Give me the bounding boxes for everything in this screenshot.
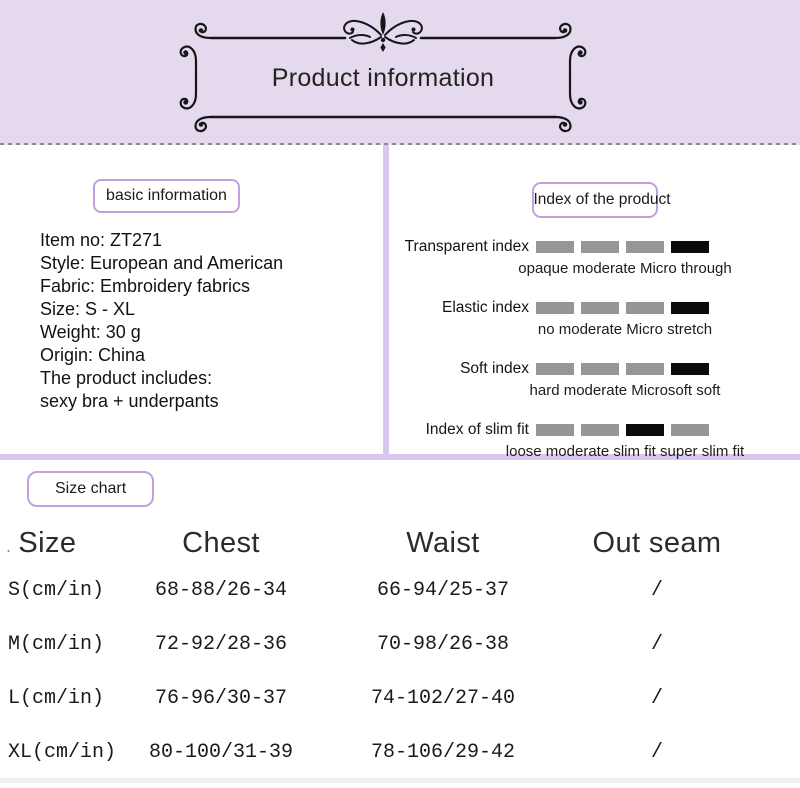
basic-information-badge: basic information [93,179,240,213]
level-bar-gray [536,363,574,375]
cell-chest: 68-88/26-34 [154,578,288,602]
index-row-elastic: Elastic index no moderate Micro stretch [389,299,800,338]
detail-size: Size: S - XL [40,299,136,319]
table-row-xl: XL(cm/in) 80-100/31-39 78-106/29-42 / [0,725,800,779]
index-row-label: Elastic index [441,299,529,316]
index-of-product-badge: Index of the product [531,182,671,218]
index-rows: Transparent index opaque moderate Micro … [389,238,800,460]
index-of-product-label: Index of the product [533,191,671,208]
level-bar-black [671,302,709,314]
index-row-transparent: Transparent index opaque moderate Micro … [389,238,800,277]
header-banner: Product information [0,0,800,145]
cell-out-seam: / [650,578,663,602]
level-bar-gray [671,424,709,436]
index-row-soft: Soft index hard moderate Microsoft soft [389,360,800,399]
cell-chest: 80-100/31-39 [148,740,294,764]
index-row-scale: hard moderate Microsoft soft [529,382,721,399]
info-panels: basic information Item no: ZT271 Style: … [0,145,800,460]
product-details: Item no: ZT271 Style: European and Ameri… [40,229,383,413]
index-row-label: Index of slim fit [425,421,529,438]
level-bars [536,424,709,436]
level-bar-gray [626,302,664,314]
cell-out-seam: / [650,632,663,656]
level-bars [536,241,709,253]
index-row-label: Soft index [460,360,529,377]
level-bar-gray [581,241,619,253]
column-header-waist: Waist [406,526,480,559]
cell-size: M(cm/in) [8,632,105,656]
cell-size: XL(cm/in) [8,740,117,764]
table-row-l: L(cm/in) 76-96/30-37 74-102/27-40 / [0,671,800,725]
cell-chest: 76-96/30-37 [154,686,288,710]
index-row-slim-fit: Index of slim fit loose moderate slim fi… [389,421,800,460]
level-bar-black [671,363,709,375]
level-bar-black [671,241,709,253]
level-bars [536,363,709,375]
index-row-scale: loose moderate slim fit super slim fit [505,443,745,460]
cell-out-seam: / [650,740,663,764]
index-row-scale: no moderate Micro stretch [537,321,713,338]
basic-info-panel: basic information Item no: ZT271 Style: … [0,145,383,454]
level-bar-gray [536,241,574,253]
detail-weight: Weight: 30 g [40,322,141,342]
level-bar-gray [581,363,619,375]
cell-waist: 74-102/27-40 [370,686,516,710]
horizontal-divider [0,454,800,460]
table-row-m: M(cm/in) 72-92/28-36 70-98/26-38 / [0,617,800,671]
cell-out-seam: / [650,686,663,710]
size-chart-label: Size chart [55,480,127,497]
detail-includes-items: sexy bra + underpants [40,391,219,411]
size-chart-badge: Size chart [27,471,155,507]
level-bar-gray [536,424,574,436]
detail-item-no: Item no: ZT271 [40,230,163,250]
cell-waist: 70-98/26-38 [376,632,510,656]
level-bar-gray [581,424,619,436]
level-bar-gray [536,302,574,314]
level-bar-gray [581,302,619,314]
column-header-size: .Size [6,526,77,559]
table-header-row: .Size Chest Waist Out seam [0,523,800,563]
basic-information-label: basic information [106,187,227,204]
cell-chest: 72-92/28-36 [154,632,288,656]
detail-fabric: Fabric: Embroidery fabrics [40,276,251,296]
level-bar-black [626,424,664,436]
detail-includes: The product includes: [40,368,213,388]
stray-mark: . [6,535,12,556]
bottom-strip [0,778,800,783]
cell-waist: 66-94/25-37 [376,578,510,602]
cell-waist: 78-106/29-42 [370,740,516,764]
vertical-divider [383,145,389,454]
index-row-scale: opaque moderate Micro through [518,260,732,277]
flourish-ornament-icon [343,12,423,52]
detail-style: Style: European and American [40,253,284,273]
dashed-separator [0,143,800,145]
cell-size: S(cm/in) [8,578,105,602]
column-header-out-seam: Out seam [592,526,722,559]
detail-origin: Origin: China [40,345,146,365]
index-row-label: Transparent index [404,238,529,255]
page-title: Product information [271,64,495,92]
size-chart-table: .Size Chest Waist Out seam S(cm/in) 68-8… [0,523,800,779]
size-chart-section: Size chart .Size Chest Waist Out seam S(… [0,460,800,778]
level-bar-gray [626,363,664,375]
level-bars [536,302,709,314]
index-panel: Index of the product Transparent index o… [389,145,800,460]
column-header-chest: Chest [182,526,260,559]
level-bar-gray [626,241,664,253]
ornate-frame-icon [179,12,587,133]
table-row-s: S(cm/in) 68-88/26-34 66-94/25-37 / [0,563,800,617]
cell-size: L(cm/in) [8,686,105,710]
